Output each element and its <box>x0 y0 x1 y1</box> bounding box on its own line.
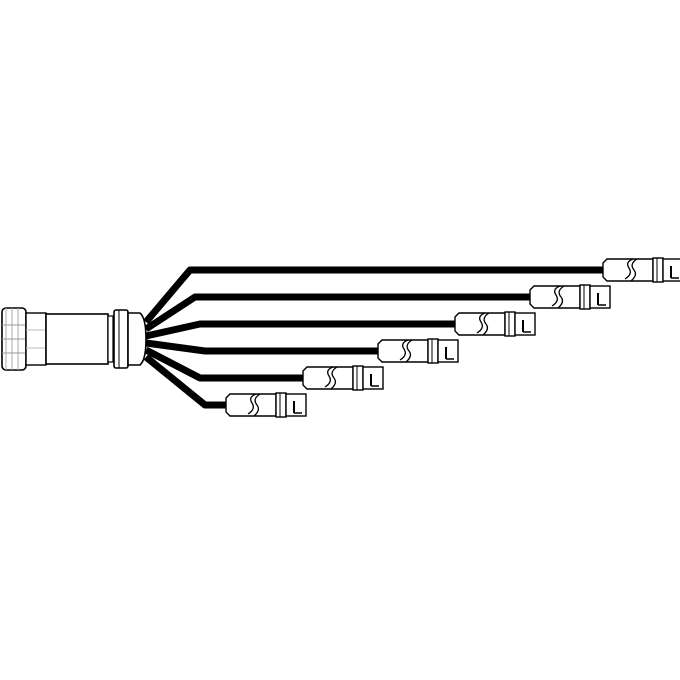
xlr-connector-icon <box>602 257 680 283</box>
cable <box>145 339 380 355</box>
cable <box>143 266 605 325</box>
xlr-connector-icon <box>225 392 307 418</box>
breakout-connectors <box>225 257 680 418</box>
multipin-connector-icon <box>1 307 147 371</box>
cable <box>145 320 457 340</box>
cable <box>143 354 228 409</box>
xlr-connector-icon <box>302 365 384 391</box>
xlr-connector-icon <box>377 338 459 364</box>
xlr-connector-icon <box>454 311 536 337</box>
cables <box>143 266 605 409</box>
cable <box>144 293 532 332</box>
xlr-connector-icon <box>529 284 611 310</box>
cable <box>144 346 305 382</box>
